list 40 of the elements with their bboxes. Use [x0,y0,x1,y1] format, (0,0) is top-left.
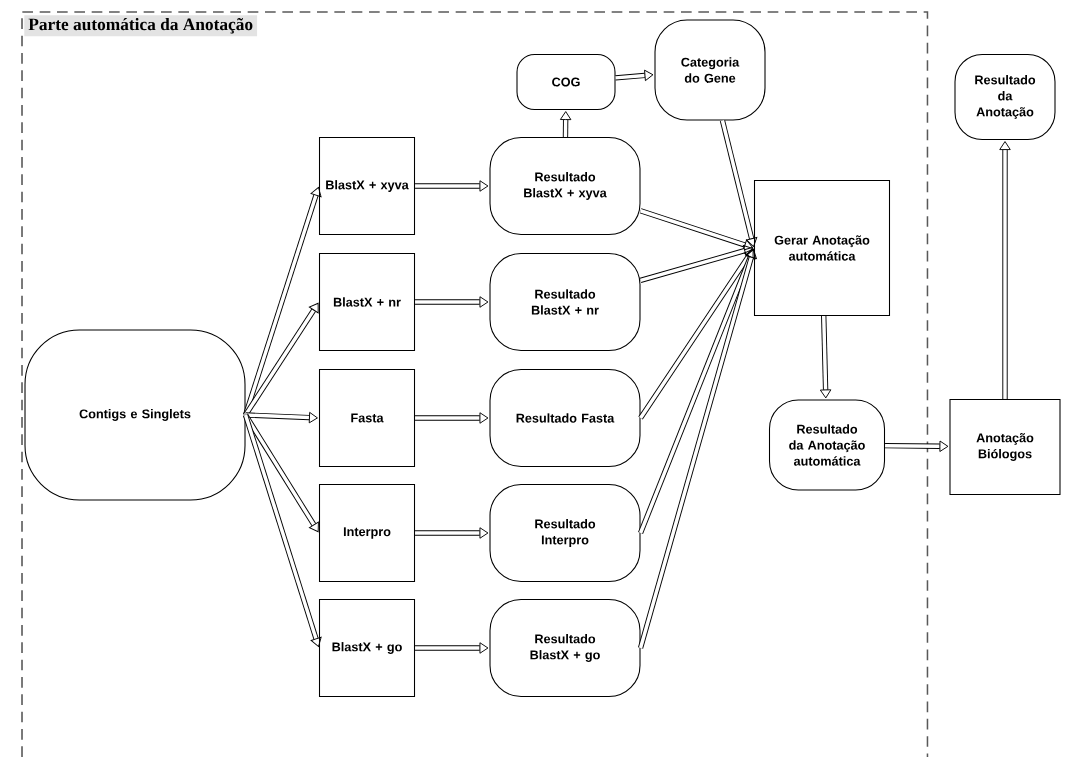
hollow-arrow [243,302,319,417]
hollow-arrow [639,208,753,251]
hollow-arrow [243,187,322,416]
rounded-box: Resultado BlastX + nr [489,252,641,352]
process-box: Anotação Biólogos [949,398,1061,496]
rounded-box: COG [516,53,616,111]
hollow-arrow [415,642,489,654]
hollow-arrow [638,248,756,534]
rounded-box: Categoria do Gene [654,19,766,121]
process-box: BlastX + go [318,598,416,698]
hollow-arrow [245,411,318,424]
rounded-box: Resultado BlastX + go [489,598,641,698]
hollow-arrow [639,245,753,283]
hollow-arrow [615,69,654,82]
hollow-arrow [637,249,757,649]
hollow-arrow [819,315,832,399]
rounded-box: Contigs e Singlets [24,329,246,501]
hollow-arrow [999,141,1011,399]
process-box: Interpro [318,483,416,583]
process-box: Fasta [318,368,416,468]
hollow-arrow [559,111,572,137]
rounded-box: Resultado da Anotação automática [768,399,886,491]
dashed-group-frame [21,11,929,757]
hollow-arrow [415,527,489,539]
rounded-box: Resultado BlastX + xyva [489,136,641,236]
hollow-arrow [243,413,319,533]
rounded-box: Resultado Interpro [489,483,641,583]
hollow-arrow [243,414,322,647]
hollow-arrow [415,296,489,308]
process-box: BlastX + nr [318,252,416,352]
process-box: BlastX + xyva [318,136,416,236]
rounded-box: Resultado Fasta [489,368,641,468]
process-box: Gerar Anotação automática [753,179,891,317]
group-title: Parte automática da Anotação [24,15,258,37]
hollow-arrow [415,180,489,192]
hollow-arrow [885,440,949,452]
hollow-arrow [415,412,489,424]
hollow-arrow [719,119,758,247]
rounded-box: Resultado da Anotação [954,53,1056,141]
hollow-arrow [638,248,754,420]
